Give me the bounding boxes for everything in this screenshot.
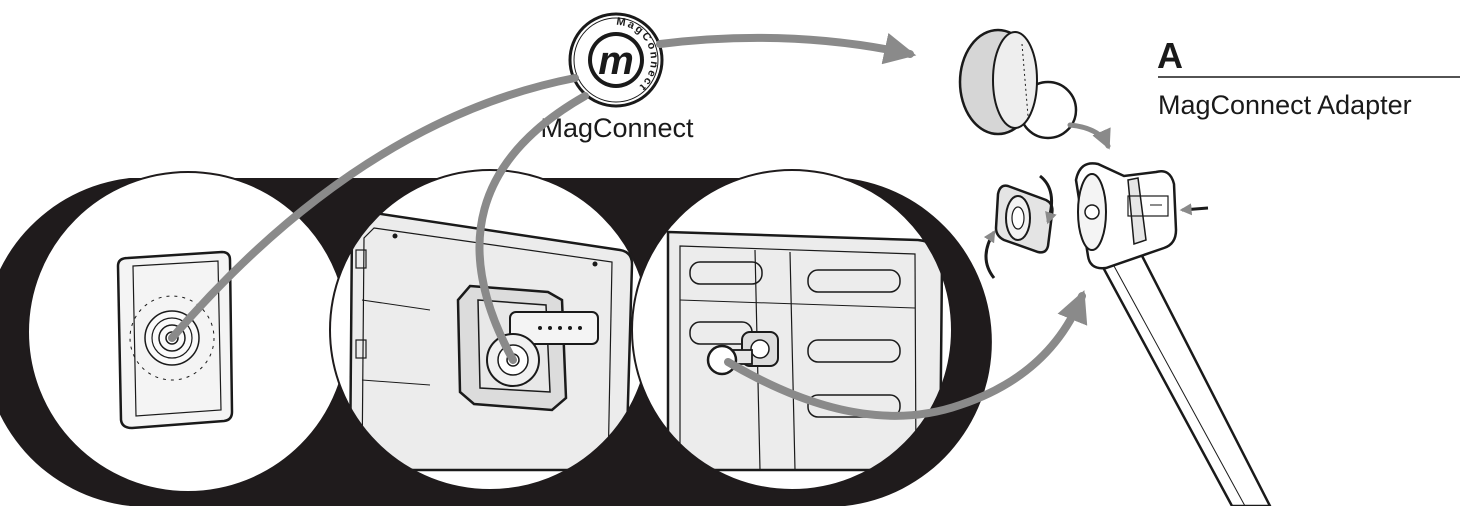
arrow-adapter-to-clamp [1070,125,1108,146]
tightening-knob [986,176,1052,278]
panel-adhesive-plate [28,172,348,492]
part-a-heading: A MagConnect Adapter [1157,35,1460,120]
arm-clamp [1076,163,1270,506]
mount-label: MagConnect [540,113,694,143]
press-arrow [1182,208,1208,210]
part-letter: A [1157,35,1183,76]
back-plate [668,232,942,470]
logo-letter: m [598,39,634,83]
arrow-logo-to-adapter [660,38,910,54]
panel-ball-plate [632,170,952,490]
part-name: MagConnect Adapter [1158,90,1412,120]
magconnect-adapter [960,30,1076,138]
rotate-arrow-lower [986,232,994,278]
panel-tablet-bracket [330,170,650,490]
